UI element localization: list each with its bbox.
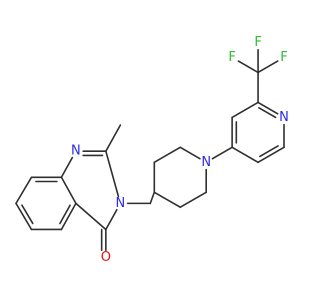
bond-c4a-c4 [75, 202, 107, 231]
bond-p3b-p4 [153, 191, 182, 209]
bond-c8-c7 [15, 176, 33, 205]
bond-ch2-p4 [149, 191, 156, 205]
bond-cf3-fa [237, 60, 259, 74]
bond-n3-c2 [105, 150, 120, 198]
bond-y2-yn-inner [258, 106, 277, 119]
bond-y6-y5-inner [259, 145, 279, 158]
bond-p2a-pn [179, 146, 201, 160]
bond-p3a-p2a [153, 146, 182, 164]
bond-me-c2 [105, 124, 122, 153]
bond-y2-yn [257, 101, 279, 115]
bond-y6-y5 [257, 146, 285, 164]
bond-y5-y4 [231, 146, 259, 164]
atom-label-yn: N [279, 110, 289, 125]
atom-label-layer: N O N N N F F F [71, 35, 289, 265]
atom-label-o: O [101, 250, 111, 265]
bond-c5-c4a [60, 202, 77, 231]
bond-y3-y2 [231, 101, 259, 119]
atom-label-fa: F [228, 50, 235, 65]
atom-label-pn: N [201, 155, 211, 170]
bond-c7-c6-inner [21, 204, 34, 225]
bond-layer [15, 48, 285, 252]
bond-c5-c4a-inner [59, 204, 71, 225]
atom-label-fc: F [280, 50, 287, 65]
bond-c4a-c8a [60, 176, 77, 205]
atom-label-fb: F [254, 35, 261, 50]
bond-c4-n3 [105, 208, 118, 231]
bond-c7-c6 [15, 202, 33, 231]
bond-n1-c8a [60, 156, 74, 179]
bond-pn-y4 [211, 146, 233, 160]
bond-p2b-p3b [179, 191, 207, 209]
atom-label-n3: N [115, 196, 125, 211]
atom-label-n1: N [71, 144, 81, 159]
molecule-diagram: N O N N N F F F [15, 35, 289, 265]
bond-cf3-fc [257, 60, 279, 74]
